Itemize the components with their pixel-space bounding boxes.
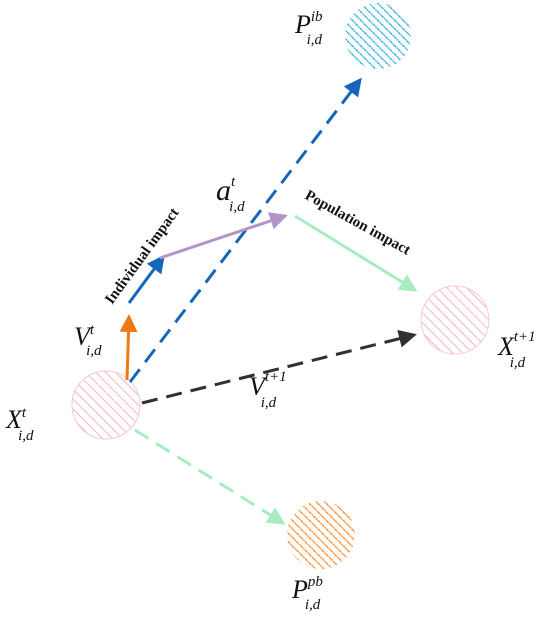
label-individual-impact: Individual impact — [102, 205, 182, 307]
label-population-impact: Population impact — [302, 188, 413, 259]
individual-impact-arrow — [127, 254, 165, 304]
population-impact-arrow — [294, 214, 418, 292]
a-arrow — [159, 212, 288, 260]
p-pb-circle — [287, 501, 355, 569]
pb-dashed-arrow — [134, 428, 286, 525]
p-ib-circle — [345, 3, 411, 69]
v-next-dashed-arrow — [141, 329, 417, 405]
x-next-circle — [420, 285, 490, 355]
x-current-circle — [71, 370, 141, 440]
v-current-arrow — [119, 314, 138, 381]
